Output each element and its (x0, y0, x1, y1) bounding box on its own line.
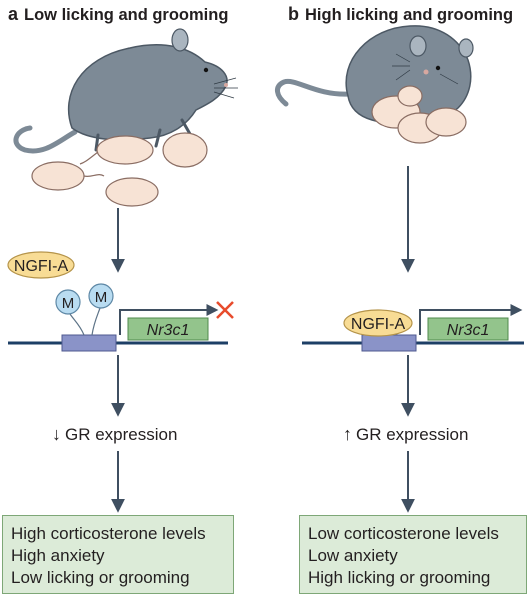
panel-b-title: b High licking and grooming (288, 4, 513, 25)
outcome-box-a: High corticosterone levels High anxiety … (2, 515, 234, 594)
outcome-a-1: High corticosterone levels (11, 524, 206, 543)
gr-down-arrow-icon: ↓ (52, 424, 61, 444)
ngfi-a-factor-unbound (7, 251, 75, 279)
methyl-label-1: M (62, 295, 75, 312)
panel-a-title-text: Low licking and grooming (24, 6, 229, 24)
transcription-arrow-b (419, 304, 523, 335)
mother-rat-low-lg (13, 28, 238, 154)
ngfi-a-label-b: NGFI-A (351, 316, 406, 333)
promoter-box-a (61, 334, 117, 352)
mother-rat-high-lg (275, 25, 474, 125)
transcription-arrow-a (119, 304, 219, 335)
methyl-group-1 (55, 289, 81, 315)
ngfi-a-label-a: NGFI-A (14, 258, 69, 275)
panel-b-letter: b (288, 4, 299, 24)
pups-scattered (31, 132, 208, 207)
outcome-b-2: Low anxiety (308, 546, 398, 565)
blocked-cross-icon (216, 301, 234, 319)
promoter-box-b (361, 334, 417, 352)
panel-a-title: a Low licking and grooming (8, 4, 228, 25)
gr-expression-a-text: GR expression (65, 425, 178, 444)
outcome-a-3: Low licking or grooming (11, 568, 190, 587)
ngfi-a-factor-bound (343, 309, 413, 337)
gr-up-arrow-icon: ↑ (343, 424, 352, 444)
gr-expression-b-text: GR expression (356, 425, 469, 444)
gr-expression-b: ↑GR expression (343, 424, 468, 445)
gene-box-b (427, 317, 509, 341)
panel-b-gene-region: NGFI-A Nr3c1 (302, 304, 524, 352)
gene-label-a: Nr3c1 (147, 322, 190, 339)
outcome-b-1: Low corticosterone levels (308, 524, 499, 543)
gene-label-b: Nr3c1 (447, 322, 490, 339)
gr-expression-a: ↓GR expression (52, 424, 177, 445)
outcome-b-3: High licking or grooming (308, 568, 491, 587)
panel-b-title-text: High licking and grooming (305, 6, 514, 24)
outcome-box-b: Low corticosterone levels Low anxiety Hi… (299, 515, 527, 594)
panel-a-gene-region: NGFI-A M M Nr3c1 (7, 251, 234, 352)
methyl-group-2 (88, 283, 114, 309)
gene-box-a (127, 317, 209, 341)
pups-huddled (371, 85, 467, 144)
methyl-label-2: M (95, 289, 108, 306)
outcome-a-2: High anxiety (11, 546, 105, 565)
panel-a-letter: a (8, 4, 19, 24)
